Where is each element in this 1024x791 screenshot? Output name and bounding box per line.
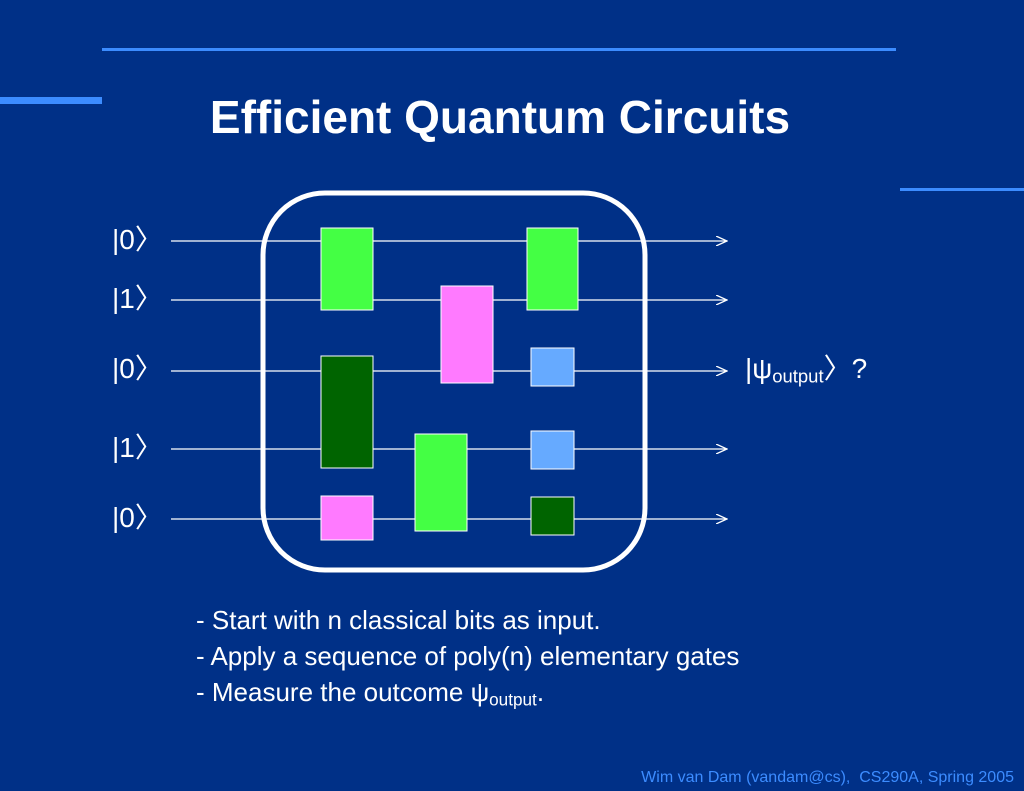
gate-2 <box>320 355 374 469</box>
output-state-label: |ψoutput〉? <box>745 355 867 386</box>
input-ket-1: |0〉 <box>112 224 163 255</box>
decorative-line-top <box>102 48 896 51</box>
circuit-frame <box>260 190 648 573</box>
gate-8 <box>530 430 575 470</box>
bullet-text-end: . <box>536 677 545 707</box>
output-label-pre: |ψ <box>745 353 773 384</box>
input-ket-2: |1〉 <box>112 283 163 314</box>
decorative-line-right <box>900 188 1024 191</box>
footer-credit: Wim van Dam (vandam@cs), CS290A, Spring … <box>641 769 1014 786</box>
gate-6 <box>526 227 579 311</box>
bullet-list: - Start with n classical bits as input. … <box>196 602 739 717</box>
gate-1 <box>320 227 374 311</box>
bullet-subscript: output <box>489 689 537 710</box>
gate-9 <box>530 496 575 536</box>
gate-4 <box>440 285 494 384</box>
bullet-item: - Start with n classical bits as input. <box>196 605 601 635</box>
gate-5 <box>414 433 468 532</box>
bullet-item: - Apply a sequence of poly(n) elementary… <box>196 641 740 671</box>
decorative-line-left <box>0 97 102 104</box>
gate-3 <box>320 495 374 541</box>
input-ket-3: |0〉 <box>112 353 163 384</box>
bullet-item: - Measure the outcome ψoutput. <box>196 674 739 717</box>
slide-title: Efficient Quantum Circuits <box>209 91 791 143</box>
output-label-post: 〉? <box>823 353 868 384</box>
output-label-subscript: output <box>772 365 824 387</box>
bullet-text: - Measure the outcome ψ <box>196 677 490 707</box>
gate-7 <box>530 347 575 387</box>
input-ket-4: |1〉 <box>112 432 163 463</box>
input-ket-5: |0〉 <box>112 502 163 533</box>
